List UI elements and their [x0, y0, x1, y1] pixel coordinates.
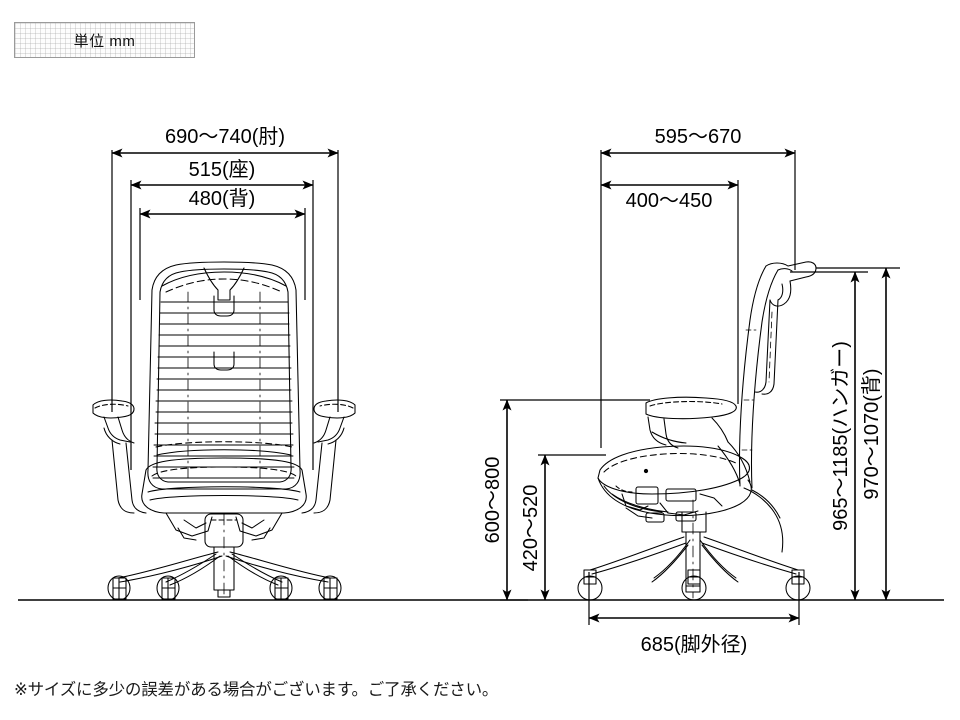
side-vertical-dimension-group	[500, 399, 650, 601]
dim-label-side-overall-depth: 595〜670	[655, 126, 742, 148]
unit-label-text: 単位 mm	[73, 32, 136, 50]
side-height-dimension-group	[790, 267, 900, 601]
dim-label-front-overall-width: 690〜740(肘)	[165, 125, 285, 148]
dim-label-side-armrest-height: 600〜800	[482, 457, 504, 544]
dim-label-side-hanger-height: 965〜1185(ハンガー)	[829, 341, 852, 531]
dim-label-side-seat-height: 420〜520	[520, 485, 542, 572]
dim-label-side-base-diameter: 685(脚外径)	[641, 633, 748, 656]
front-dimension-group	[111, 148, 339, 470]
dim-label-side-seat-depth: 400〜450	[626, 190, 713, 212]
side-view-chair	[577, 261, 817, 601]
dim-label-front-seat-width: 515(座)	[189, 158, 256, 181]
front-view-chair	[92, 261, 356, 601]
side-dimension-group	[588, 148, 800, 625]
size-disclaimer-note: ※サイズに多少の誤差がある場合がございます。ご了承ください。	[14, 681, 499, 699]
unit-label-box: 単位 mm	[14, 22, 195, 58]
dim-label-side-back-height: 970〜1070(背)	[860, 368, 883, 499]
dim-label-front-back-width: 480(背)	[189, 187, 256, 210]
